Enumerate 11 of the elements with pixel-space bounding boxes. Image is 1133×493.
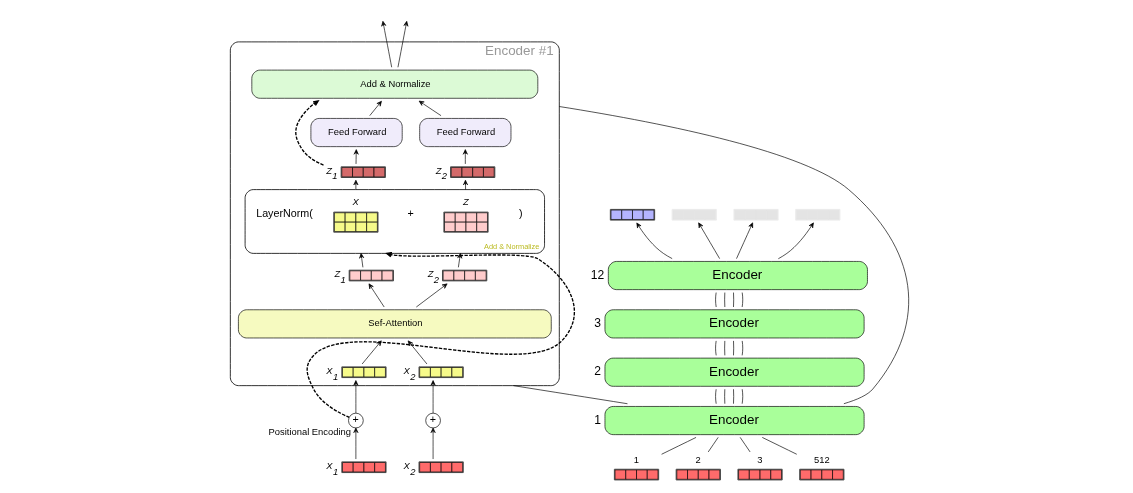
node-label: 12: [590, 266, 604, 281]
node-label: X: [352, 195, 359, 207]
node-label: Positional Encoding: [268, 425, 351, 437]
node-label: 1: [633, 453, 639, 465]
node-label: 2: [593, 363, 601, 378]
node-label: 1: [593, 412, 601, 426]
node-label: 512: [813, 453, 830, 465]
node-label: Z: [462, 195, 469, 207]
node-label: 2: [695, 453, 701, 465]
node-label: 3: [756, 453, 763, 465]
node-label: 3: [593, 315, 601, 330]
